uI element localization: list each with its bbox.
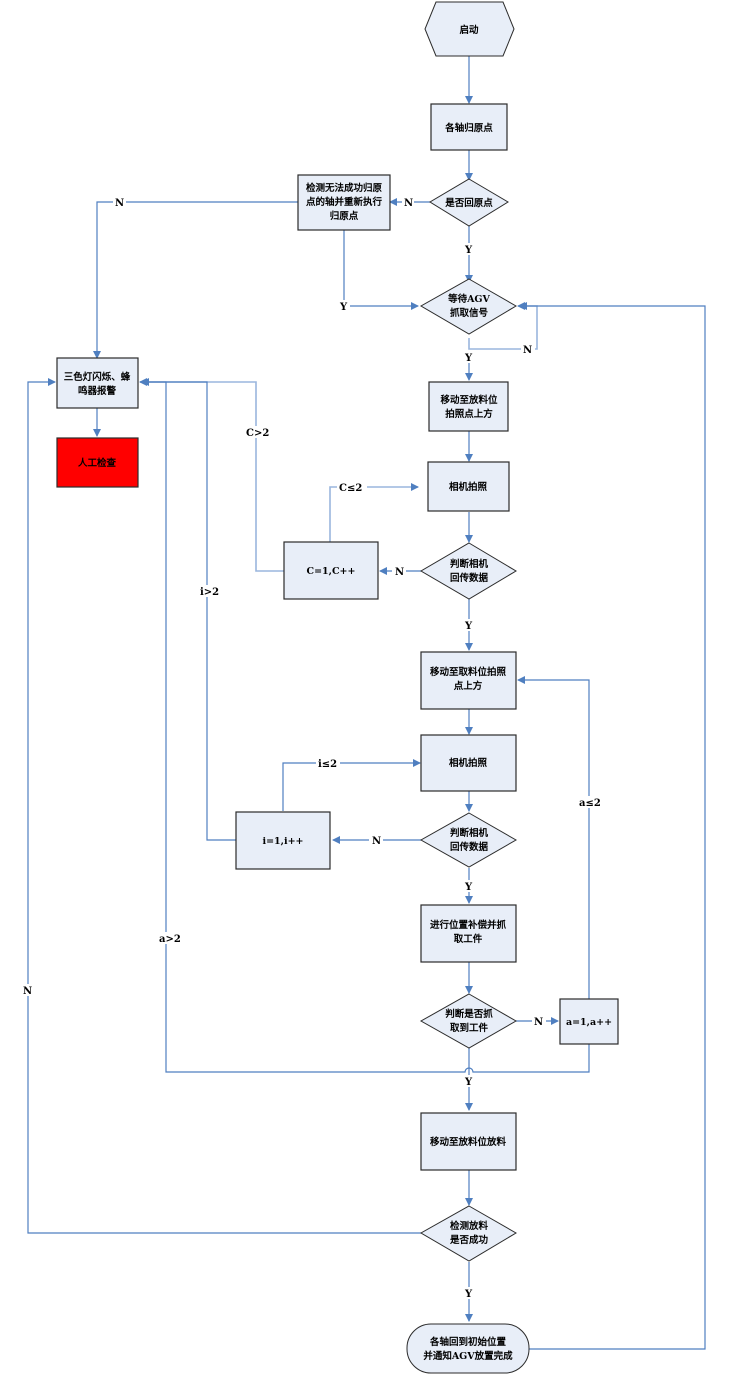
node-rehome-label-2: 点的轴并重新执行: [306, 196, 383, 208]
edge-counteri-camera2: [282, 759, 421, 811]
label-a-gt-2: a>2: [159, 934, 181, 945]
edge-countera-movepick: [517, 676, 590, 999]
label-i-le-2: i≤2: [318, 759, 337, 770]
node-check-place-label-2: 是否成功: [449, 1234, 489, 1246]
node-check-home-label: 是否回原点: [444, 197, 493, 209]
node-wait-agv: 等待AGV 抓取信号: [419, 278, 517, 335]
node-judge-picked: 判断是否抓 取到工件: [419, 993, 518, 1049]
node-rehome: 检测无法成功归原 点的轴并重新执行 归原点: [297, 174, 391, 231]
edge-finish-wait: [519, 302, 706, 1350]
node-counter-i: i=1,i++: [235, 811, 331, 870]
label-check-home-n: N: [404, 198, 413, 209]
node-counter-a-label: a=1,a++: [566, 1017, 612, 1028]
node-move-pick-photo-label-1: 移动至取料位拍照: [430, 666, 507, 678]
node-move-pick-photo-label-2: 点上方: [454, 680, 483, 692]
node-judge-picked-label-1: 判断是否抓: [445, 1008, 493, 1020]
label-picked-y: Y: [464, 1077, 473, 1088]
node-move-place-label: 移动至放料位放料: [430, 1136, 507, 1148]
node-finish: 各轴回到初始位置 并通知AGV放置完成: [406, 1323, 530, 1374]
node-judge-camera-1: 判断相机 回传数据: [420, 542, 517, 600]
edge-counterc-alarm: [139, 378, 284, 572]
label-i-gt-2: i>2: [200, 587, 219, 598]
edge-counteri-alarm: [140, 381, 236, 841]
node-compensate-pick-label-2: 取工件: [454, 933, 483, 945]
label-wait-n: N: [523, 345, 532, 356]
node-home-axes-label: 各轴归原点: [444, 122, 493, 134]
node-counter-a: a=1,a++: [559, 998, 619, 1045]
node-alarm-label-1: 三色灯闪烁、蜂: [64, 371, 131, 383]
connectors: [27, 56, 706, 1350]
node-alarm: 三色灯闪烁、蜂 鸣器报警: [56, 357, 139, 409]
label-c-le-2: C≤2: [339, 483, 362, 494]
node-counter-c-label: C=1,C++: [307, 566, 356, 577]
node-judge-camera-2-label-1: 判断相机: [450, 827, 489, 839]
node-start: 启动: [424, 1, 515, 57]
node-judge-camera-1-label-1: 判断相机: [450, 558, 489, 570]
label-judge2-n: N: [372, 836, 381, 847]
node-start-label: 启动: [459, 24, 479, 36]
node-manual-check: 人工检查: [56, 437, 139, 488]
label-a-le-2: a≤2: [579, 798, 601, 809]
label-check-home-y: Y: [464, 245, 473, 256]
label-rehome-y: Y: [339, 302, 348, 313]
label-judge2-y: Y: [464, 882, 473, 893]
node-finish-label-2: 并通知AGV放置完成: [423, 1350, 513, 1362]
label-place-n: N: [23, 986, 32, 997]
label-wait-y: Y: [464, 353, 473, 364]
node-wait-agv-label-1: 等待AGV: [447, 293, 490, 305]
node-move-place: 移动至放料位放料: [420, 1112, 517, 1171]
node-judge-camera-2: 判断相机 回传数据: [419, 812, 518, 868]
node-move-pick-photo: 移动至取料位拍照 点上方: [420, 651, 517, 710]
edge-rehome-wait: [343, 230, 419, 310]
edge-rehome-alarm: [93, 201, 298, 359]
label-c-gt-2: C>2: [246, 428, 269, 439]
node-counter-c: C=1,C++: [283, 541, 379, 600]
label-picked-n: N: [534, 1017, 543, 1028]
node-wait-agv-label-2: 抓取信号: [450, 307, 489, 319]
node-judge-camera-2-label-2: 回传数据: [450, 841, 489, 853]
label-rehome-n: N: [115, 198, 124, 209]
node-judge-picked-label-2: 取到工件: [450, 1022, 489, 1034]
edge-checkplace-alarm: [27, 378, 421, 1234]
node-check-place: 检测放料 是否成功: [419, 1205, 517, 1262]
node-move-place-photo-label-2: 拍照点上方: [445, 408, 493, 420]
node-compensate-pick-label-1: 进行位置补偿并抓: [430, 919, 507, 931]
edge-counterc-camera1: [329, 483, 419, 542]
label-judge1-y: Y: [464, 621, 473, 632]
node-rehome-label-1: 检测无法成功归原: [306, 182, 383, 194]
label-place-y: Y: [464, 1289, 473, 1300]
node-counter-i-label: i=1,i++: [262, 836, 303, 847]
node-home-axes: 各轴归原点: [430, 103, 508, 151]
node-camera-1-label: 相机拍照: [449, 481, 488, 493]
node-check-place-label-1: 检测放料: [450, 1220, 489, 1232]
node-camera-1: 相机拍照: [427, 461, 510, 512]
node-move-place-photo: 移动至放料位 拍照点上方: [428, 381, 509, 432]
label-judge1-n: N: [395, 567, 404, 578]
node-compensate-pick: 进行位置补偿并抓 取工件: [420, 904, 517, 963]
node-camera-2-label: 相机拍照: [449, 757, 488, 769]
node-finish-label-1: 各轴回到初始位置: [429, 1336, 507, 1348]
node-manual-check-label: 人工检查: [78, 457, 117, 469]
node-move-place-photo-label-1: 移动至放料位: [440, 394, 498, 406]
edge-countera-alarm: [141, 378, 590, 1073]
node-rehome-label-3: 归原点: [330, 210, 359, 222]
node-check-home: 是否回原点: [429, 178, 509, 227]
node-alarm-label-2: 鸣器报警: [78, 385, 117, 397]
node-camera-2: 相机拍照: [420, 734, 517, 792]
node-judge-camera-1-label-2: 回传数据: [450, 572, 489, 584]
